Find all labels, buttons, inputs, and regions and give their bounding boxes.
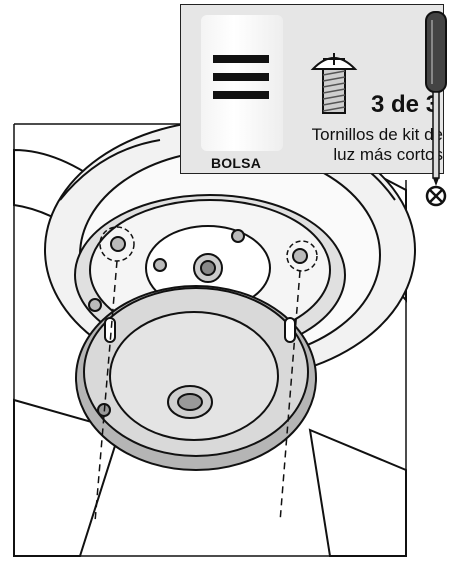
screw-quantity: 3 de 3: [371, 91, 440, 118]
bag-icon: [201, 15, 283, 151]
screw-caption-line2: luz más cortos: [333, 145, 443, 164]
screw-icon: [310, 53, 358, 114]
bag-lines: [213, 55, 269, 109]
parts-callout: BOLSA 3 de 3 Tornillos de kit de luz más…: [180, 4, 444, 174]
screw-caption-line1: Tornillos de kit de: [311, 125, 443, 144]
screw-caption: Tornillos de kit de luz más cortos: [293, 125, 443, 165]
alignment-line: [94, 260, 301, 523]
phillips-head-icon: [425, 185, 447, 207]
light-kit-plate: [75, 285, 317, 471]
bag-label: BOLSA: [211, 155, 261, 171]
phillips-screwdriver-icon: [425, 11, 447, 207]
